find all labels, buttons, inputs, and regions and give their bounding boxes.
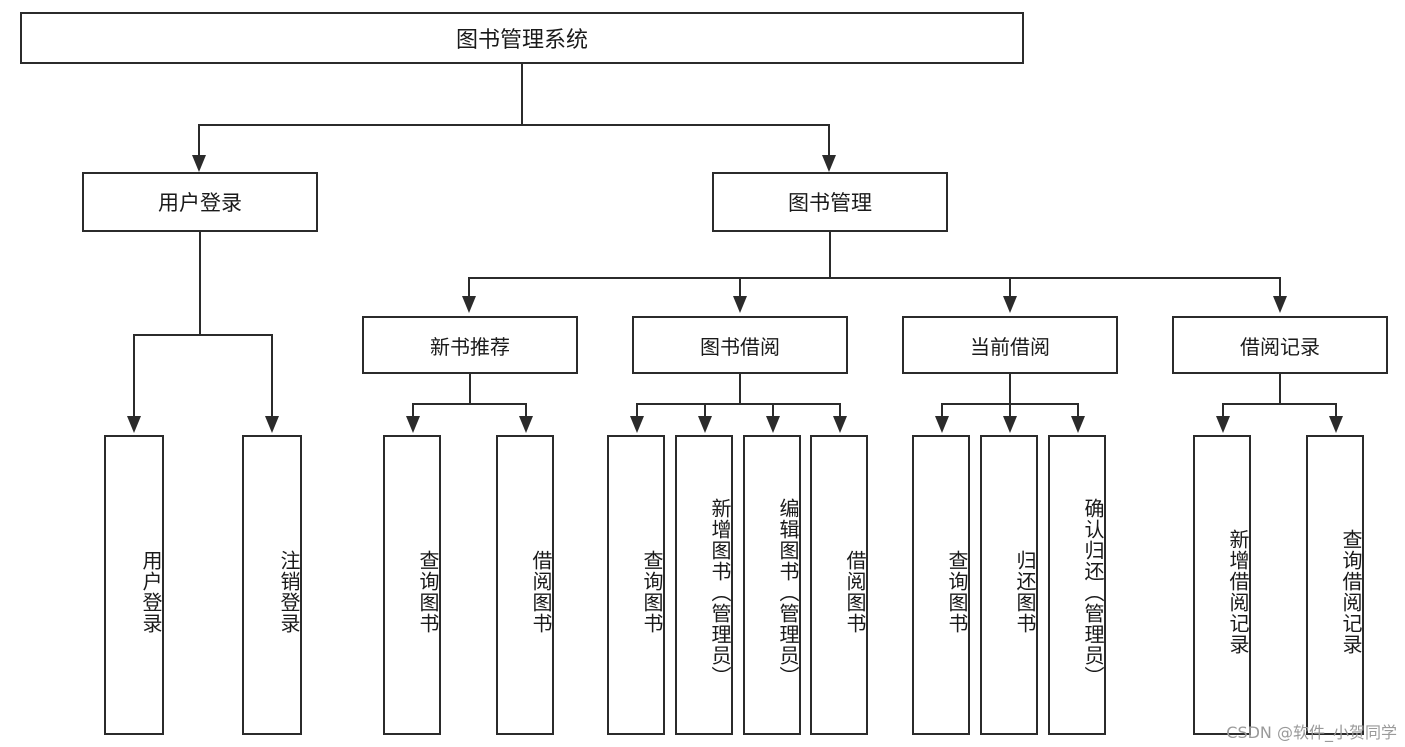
- leaf-book-borrow-0[interactable]: 查询图书: [607, 435, 665, 735]
- node-user-login[interactable]: 用户登录: [82, 172, 318, 232]
- node-book-management[interactable]: 图书管理: [712, 172, 948, 232]
- connector-current-borrow-trunk: [1009, 374, 1011, 404]
- arrow-borrow-record-to-leaf-1: [1329, 416, 1343, 433]
- arrow-root-to-book-management: [822, 155, 836, 172]
- arrow-bm-to-level3-3: [1273, 296, 1287, 313]
- arrow-new-book-to-leaf-1: [519, 416, 533, 433]
- leaf-user-login-1[interactable]: 注销登录: [242, 435, 302, 735]
- arrow-bm-to-level3-0: [462, 296, 476, 313]
- leaf-book-borrow-2[interactable]: 编辑图书（管理员）: [743, 435, 801, 735]
- connector-current-borrow-to-leaf-0: [941, 403, 943, 418]
- arrow-bm-to-level3-2: [1003, 296, 1017, 313]
- node-label: 注销登录: [277, 550, 301, 634]
- arrow-book-borrow-to-leaf-3: [833, 416, 847, 433]
- connector-bm-to-level3-2: [1009, 277, 1011, 298]
- connector-current-borrow-to-leaf-2: [1077, 403, 1079, 418]
- node-label: 当前借阅: [970, 334, 1050, 359]
- node-label: 借阅记录: [1240, 334, 1320, 359]
- connector-book-borrow-to-leaf-2: [772, 403, 774, 418]
- leaf-new-book-recommend-0[interactable]: 查询图书: [383, 435, 441, 735]
- connector-book-borrow-to-leaf-3: [839, 403, 841, 418]
- connector-bm-to-level3-3: [1279, 277, 1281, 298]
- leaf-book-borrow-1[interactable]: 新增图书（管理员）: [675, 435, 733, 735]
- arrow-new-book-to-leaf-0: [406, 416, 420, 433]
- connector-book-management-bar: [468, 277, 1280, 279]
- node-new-book-recommend[interactable]: 新书推荐: [362, 316, 578, 374]
- connector-borrow-record-trunk: [1279, 374, 1281, 404]
- leaf-user-login-0[interactable]: 用户登录: [104, 435, 164, 735]
- leaf-book-borrow-3[interactable]: 借阅图书: [810, 435, 868, 735]
- connector-user-login-to-leaf-0: [133, 334, 135, 418]
- node-label: 借阅图书: [529, 550, 553, 634]
- connector-bm-to-level3-1: [739, 277, 741, 298]
- arrow-user-login-to-leaf-0: [127, 416, 141, 433]
- connector-book-management-trunk: [829, 232, 831, 278]
- node-label: 查询图书: [945, 550, 969, 634]
- connector-new-book-trunk: [469, 374, 471, 404]
- node-label: 查询图书: [416, 550, 440, 634]
- connector-book-borrow-trunk: [739, 374, 741, 404]
- connector-root-to-book-management: [828, 124, 830, 157]
- node-label: 图书管理系统: [455, 28, 588, 53]
- node-label: 新增图书（管理员）: [708, 497, 732, 687]
- arrow-bm-to-level3-1: [733, 296, 747, 313]
- connector-user-login-to-leaf-1: [271, 334, 273, 418]
- connector-borrow-record-to-leaf-1: [1335, 403, 1337, 418]
- node-book-borrow[interactable]: 图书借阅: [632, 316, 848, 374]
- node-borrow-record[interactable]: 借阅记录: [1172, 316, 1388, 374]
- leaf-current-borrow-1[interactable]: 归还图书: [980, 435, 1038, 735]
- arrow-user-login-to-leaf-1: [265, 416, 279, 433]
- arrow-current-borrow-to-leaf-1: [1003, 416, 1017, 433]
- arrow-borrow-record-to-leaf-0: [1216, 416, 1230, 433]
- node-label: 查询图书: [640, 550, 664, 634]
- connector-root-bar: [198, 124, 830, 126]
- connector-bm-to-level3-0: [468, 277, 470, 298]
- leaf-borrow-record-1[interactable]: 查询借阅记录: [1306, 435, 1364, 735]
- arrow-current-borrow-to-leaf-2: [1071, 416, 1085, 433]
- node-label: 查询借阅记录: [1339, 529, 1363, 655]
- connector-book-borrow-to-leaf-0: [636, 403, 638, 418]
- connector-root-trunk: [521, 64, 523, 125]
- leaf-new-book-recommend-1[interactable]: 借阅图书: [496, 435, 554, 735]
- node-label: 图书管理: [788, 191, 872, 215]
- node-current-borrow[interactable]: 当前借阅: [902, 316, 1118, 374]
- connector-user-login-bar: [133, 334, 273, 336]
- connector-new-book-to-leaf-1: [525, 403, 527, 418]
- connector-borrow-record-to-leaf-0: [1222, 403, 1224, 418]
- connector-borrow-record-bar: [1222, 403, 1337, 405]
- leaf-borrow-record-0[interactable]: 新增借阅记录: [1193, 435, 1251, 735]
- node-label: 编辑图书（管理员）: [776, 497, 800, 687]
- arrow-book-borrow-to-leaf-0: [630, 416, 644, 433]
- node-label: 用户登录: [139, 550, 163, 634]
- node-label: 归还图书: [1013, 550, 1037, 634]
- connector-root-to-user-login: [198, 124, 200, 157]
- arrow-book-borrow-to-leaf-2: [766, 416, 780, 433]
- connector-new-book-to-leaf-0: [412, 403, 414, 418]
- arrow-current-borrow-to-leaf-0: [935, 416, 949, 433]
- connector-book-borrow-to-leaf-1: [704, 403, 706, 418]
- arrow-root-to-user-login: [192, 155, 206, 172]
- leaf-current-borrow-2[interactable]: 确认归还（管理员）: [1048, 435, 1106, 735]
- node-label: 新书推荐: [430, 334, 510, 359]
- connector-user-login-trunk: [199, 232, 201, 335]
- connector-current-borrow-to-leaf-1: [1009, 403, 1011, 418]
- node-root-book-management-system[interactable]: 图书管理系统: [20, 12, 1024, 64]
- arrow-book-borrow-to-leaf-1: [698, 416, 712, 433]
- node-label: 确认归还（管理员）: [1081, 497, 1105, 687]
- node-label: 图书借阅: [700, 334, 780, 359]
- node-label: 用户登录: [158, 191, 242, 215]
- node-label: 新增借阅记录: [1226, 529, 1250, 655]
- leaf-current-borrow-0[interactable]: 查询图书: [912, 435, 970, 735]
- connector-book-borrow-bar: [636, 403, 839, 405]
- connector-new-book-bar: [412, 403, 527, 405]
- node-label: 借阅图书: [843, 550, 867, 634]
